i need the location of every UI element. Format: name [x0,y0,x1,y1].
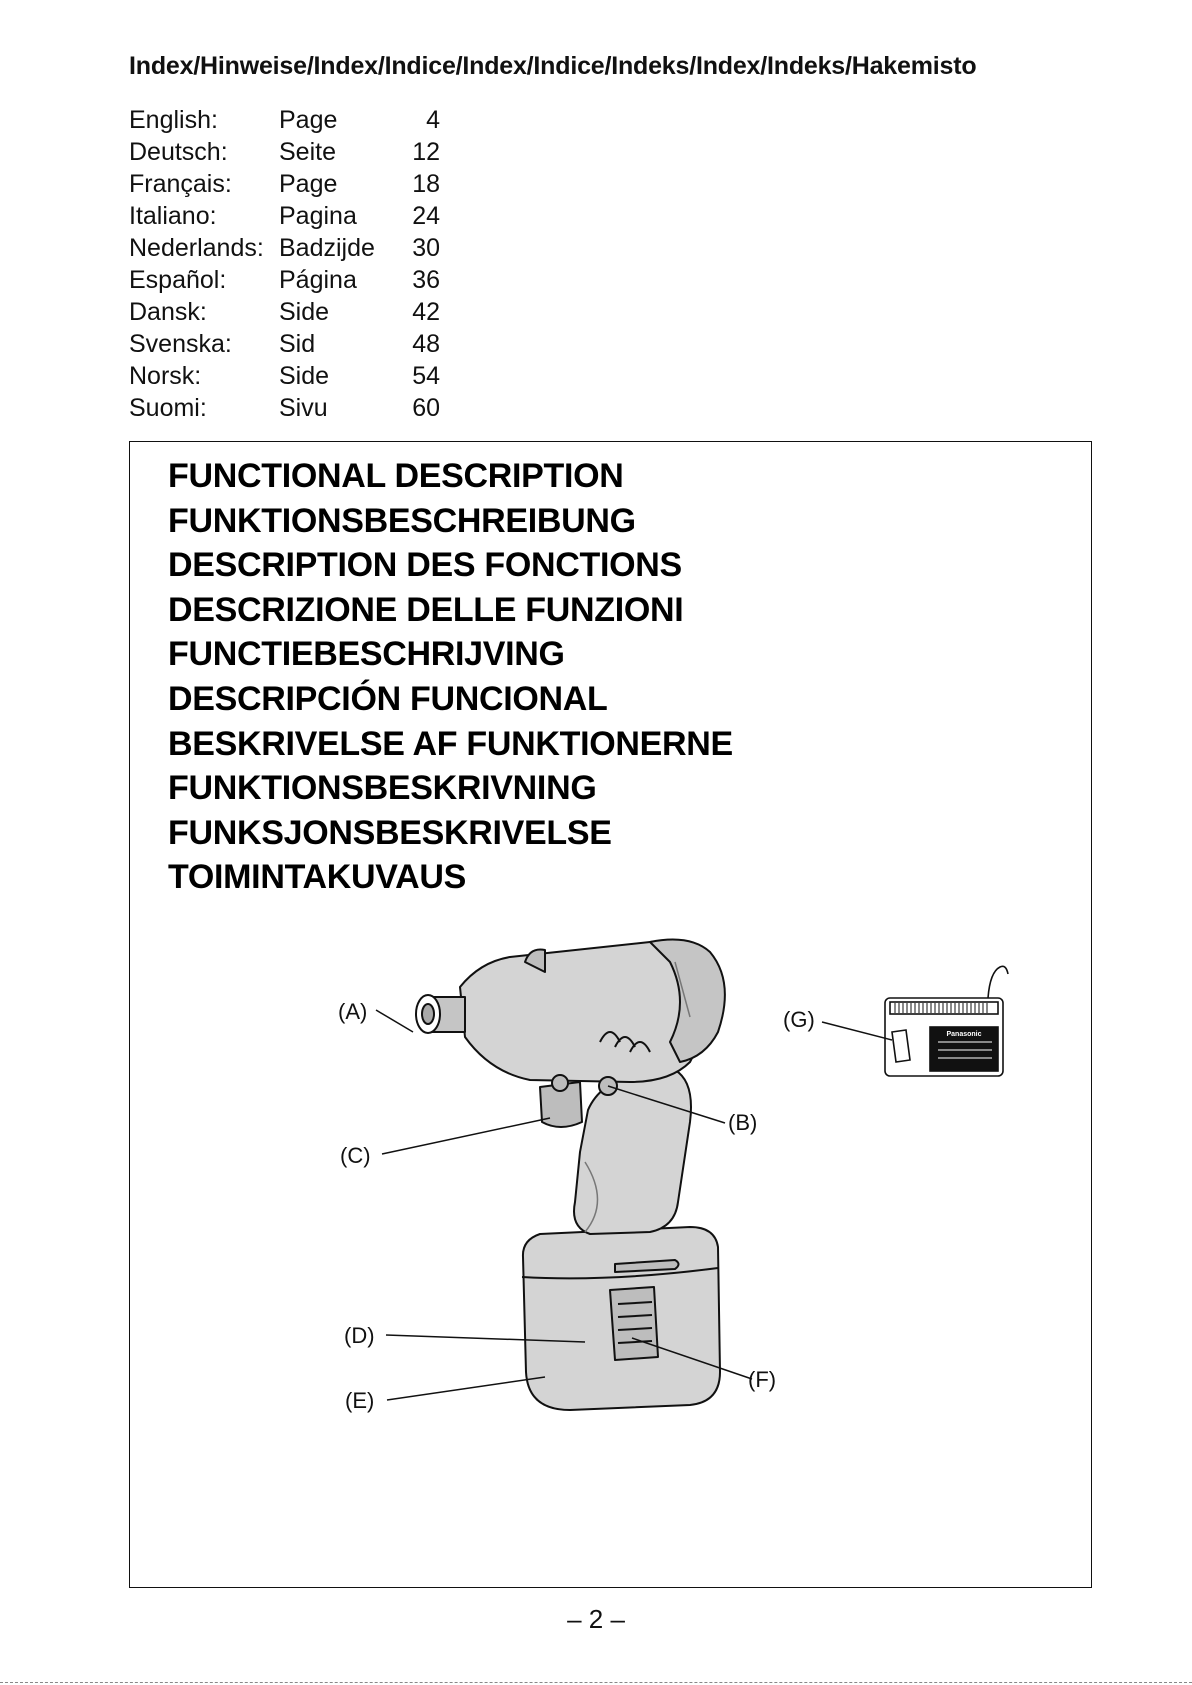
impact-driver-figure: Panasonic [375,938,1009,1411]
index-language: Suomi: [129,394,207,422]
index-language: Español: [129,266,227,294]
description-titles: FUNCTIONAL DESCRIPTION FUNKTIONSBESCHREI… [168,454,733,900]
index-page-word: Page [279,170,338,198]
index-page-number: 24 [412,202,440,230]
index-row: Dansk: Side 42 [129,296,440,328]
page-number: – 2 – [567,1604,625,1634]
index-page-word: Sid [279,330,316,358]
index-page-number: 12 [412,138,440,166]
index-page-word: Side [279,298,330,326]
index-page-word: Página [279,266,357,294]
index-row: Deutsch: Seite 12 [129,136,440,168]
index-row: Italiano: Pagina 24 [129,200,440,232]
index-language: Norsk: [129,362,202,390]
index-language: English: [129,106,218,134]
index-language: Svenska: [129,330,232,358]
description-title: FUNKTIONSBESKRIVNING [168,769,597,808]
index-page-number: 36 [412,266,440,294]
callout-e: (E) [345,1388,375,1413]
description-title: DESCRIZIONE DELLE FUNZIONI [168,590,684,629]
index-heading: Index/Hinweise/Index/Indice/Index/Indice… [129,52,977,80]
index-page-word: Side [279,362,330,390]
description-title: FUNKTIONSBESCHREIBUNG [168,501,636,540]
index-language: Deutsch: [129,138,228,166]
index-page-number: 54 [412,362,440,390]
index-language: Français: [129,170,232,198]
index-language: Dansk: [129,298,207,326]
callout-a: (A) [338,999,368,1024]
callout-f: (F) [748,1367,777,1392]
callout-leaders [375,1009,893,1401]
battery-charger-illustration [884,965,1009,1077]
description-title: FUNCTIEBESCHRIJVING [168,635,565,674]
index-language: Nederlands: [129,234,264,262]
index-page-number: 4 [426,106,440,134]
impact-driver-illustration [415,938,726,1411]
index-row: Français: Page 18 [129,168,440,200]
index-page-word: Badzijde [279,234,375,262]
description-title: FUNCTIONAL DESCRIPTION [168,457,624,495]
description-title: TOIMINTAKUVAUS [168,858,467,897]
index-row: Norsk: Side 54 [129,360,440,392]
functional-description-panel: FUNCTIONAL DESCRIPTION FUNKTIONSBESCHREI… [129,441,1092,1588]
index-language: Italiano: [129,202,217,230]
description-title: DESCRIPTION DES FONCTIONS [168,546,682,585]
index-row: Suomi: Sivu 60 [129,392,440,424]
index-table: English: Page 4 Deutsch: Seite 12 Français: P… [129,104,440,424]
index-row: Svenska: Sid 48 [129,328,440,360]
index-page-number: 30 [412,234,440,262]
index-page-word: Seite [279,138,336,166]
description-title: DESCRIPCIÓN FUNCIONAL [168,679,608,718]
description-title: FUNKSJONSBESKRIVELSE [168,813,612,852]
callout-g: (G) [783,1007,815,1032]
index-page-word: Pagina [279,202,357,230]
charger-logo: Panasonic [946,1031,981,1038]
index-row: Español: Página 36 [129,264,440,296]
callout-b: (B) [728,1110,758,1135]
callout-d: (D) [344,1323,375,1348]
callout-c: (C) [340,1143,371,1168]
description-title: BESKRIVELSE AF FUNKTIONERNE [168,724,733,763]
index-page-number: 18 [412,170,440,198]
index-row: English: Page 4 [129,104,440,136]
index-page-number: 60 [412,394,440,422]
index-page-number: 48 [412,330,440,358]
index-page-number: 42 [412,298,440,326]
index-page-word: Sivu [279,394,328,422]
index-page-word: Page [279,106,338,134]
index-row: Nederlands: Badzijde 30 [129,232,440,264]
page-edge-rule [0,1682,1192,1683]
